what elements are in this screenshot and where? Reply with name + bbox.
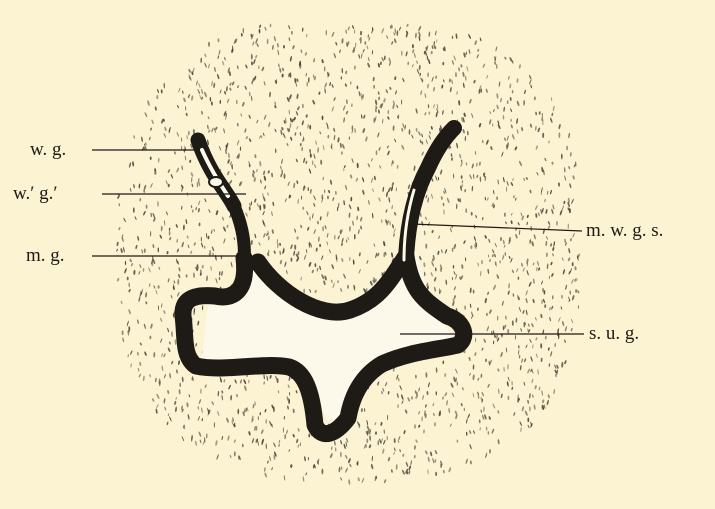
label-mg: m. g.: [26, 246, 65, 265]
label-sug: s. u. g.: [589, 324, 639, 343]
label-mwgs: m. w. g. s.: [586, 221, 663, 240]
label-wg-prime: w.′ g.′: [13, 184, 58, 203]
mullerian-duct: [234, 206, 244, 262]
label-wg: w. g.: [30, 140, 66, 159]
duct-opening: [209, 177, 223, 187]
